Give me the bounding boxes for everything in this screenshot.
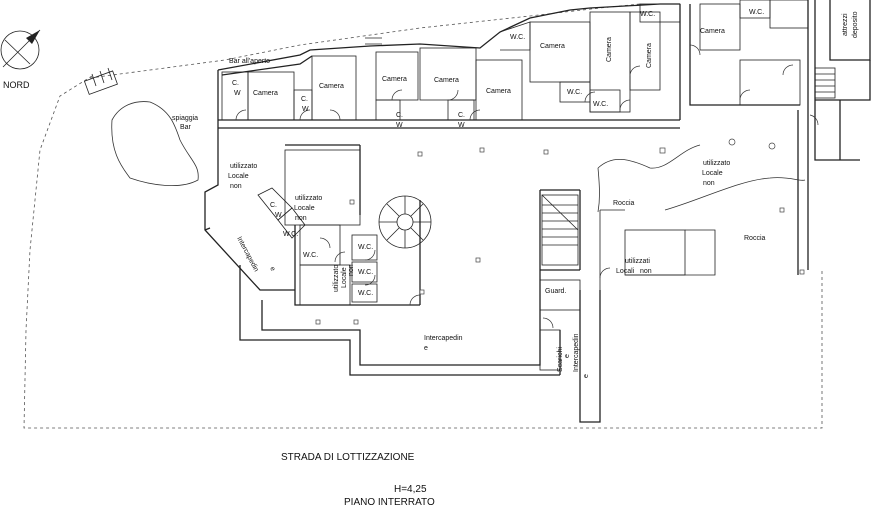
label-cw2-w: W <box>302 106 309 113</box>
label-intercapedine-e: e <box>424 345 428 352</box>
label-camera-8: Camera <box>646 43 653 68</box>
label-intercapedine-w-e: e <box>268 266 276 273</box>
label-camera-6: Camera <box>540 43 565 50</box>
label-scarichi: Scarichi <box>557 347 564 372</box>
label-non-1: non <box>230 183 242 190</box>
label-locale-3: Locale <box>341 267 348 288</box>
label-scarichi-e: e <box>564 354 571 358</box>
label-wc-3: W.C. <box>593 101 608 108</box>
spiral-staircase-icon <box>378 195 432 249</box>
label-roccia-1: Roccia <box>613 200 635 207</box>
doors <box>235 44 819 329</box>
label-roccia-2: Roccia <box>744 235 766 242</box>
label-cw-c: C. <box>232 80 239 87</box>
room-labels: Bar all'aperto C. W Camera C. W Camera C… <box>172 9 859 378</box>
label-locale-2: Locale <box>294 205 315 212</box>
site-boundary <box>23 3 823 429</box>
south-rooms <box>257 149 716 371</box>
label-camera-3: Camera <box>382 76 407 83</box>
label-locale-1: Locale <box>228 173 249 180</box>
label-non-3: non <box>348 264 355 276</box>
rock-outcrops <box>111 101 806 213</box>
label-utilizzato-4: utilizzato <box>703 160 730 167</box>
label-cw-w: W <box>234 90 241 97</box>
label-non-5: non <box>640 268 652 275</box>
level-name: PIANO INTERRATO <box>344 497 435 507</box>
label-cw4-c: C. <box>458 112 465 119</box>
label-camera-2: Camera <box>319 83 344 90</box>
label-camera-7: Camera <box>606 37 613 62</box>
label-camera-4: Camera <box>434 77 459 84</box>
label-cw2-c: C. <box>301 96 308 103</box>
label-utilizzato-1: utilizzato <box>230 163 257 170</box>
label-cw5-c: C. <box>270 202 277 209</box>
label-wc-4: W.C. <box>640 11 655 18</box>
label-cw3-w: W <box>396 122 403 129</box>
label-wc-10: W.C. <box>358 290 373 297</box>
level-height: H=4,25 <box>394 484 427 495</box>
label-cw3-c: C. <box>396 112 403 119</box>
label-utilizzato-3: utilizzato <box>333 265 340 292</box>
label-wc-1: W.C. <box>510 34 525 41</box>
label-attrezzi: attrezzi <box>842 13 849 36</box>
label-camera-5: Camera <box>486 88 511 95</box>
label-wc-7: W.C. <box>303 252 318 259</box>
label-utilizzato-2: utilizzato <box>295 195 322 202</box>
label-camera-1: Camera <box>253 90 278 97</box>
label-camera-9: Camera <box>700 28 725 35</box>
label-locale-4: Locale <box>702 170 723 177</box>
label-deposito: deposito <box>852 11 859 38</box>
street-label: STRADA DI LOTTIZZAZIONE <box>281 452 415 463</box>
label-intercapedine-v: Intercapedin <box>573 333 580 372</box>
staircase-icon <box>83 37 836 266</box>
label-intercapedine: Intercapedin <box>424 335 463 342</box>
label-wc-8: W.C. <box>358 244 373 251</box>
label-wc-6: W.C. <box>283 231 298 238</box>
label-utilizzati: utilizzati <box>625 258 650 265</box>
label-locali: Locali <box>616 268 635 275</box>
label-wc-2: W.C. <box>567 89 582 96</box>
columns <box>315 138 805 325</box>
label-wc-9: W.C. <box>358 269 373 276</box>
north-label: NORD <box>3 80 30 90</box>
north-arrow-icon <box>0 29 41 70</box>
label-bar-aperto: Bar all'aperto <box>229 58 270 65</box>
label-guard: Guard. <box>545 288 566 295</box>
label-wc-5: W.C. <box>749 9 764 16</box>
label-non-2: non <box>295 215 307 222</box>
label-cw4-w: W <box>458 122 465 129</box>
north-rooms <box>221 0 809 121</box>
label-non-4: non <box>703 180 715 187</box>
label-spiaggia: spiaggia <box>172 115 198 122</box>
label-intercapedine-v-e: e <box>583 374 590 378</box>
label-cw5-w: W <box>275 212 282 219</box>
label-bar: Bar <box>180 124 192 131</box>
